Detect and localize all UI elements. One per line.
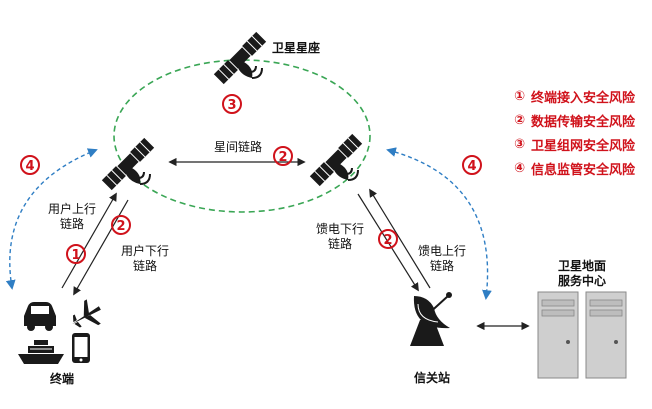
risk-marker-2: 2 <box>111 215 131 235</box>
legend-number: ③ <box>514 136 526 152</box>
monitor-arc-left <box>5 148 98 290</box>
constellation-label: 卫星星座 <box>272 41 321 55</box>
svg-text:3: 3 <box>227 98 236 113</box>
svg-text:2: 2 <box>278 150 287 165</box>
airplane-icon <box>72 299 101 328</box>
risk-marker-4: 4 <box>20 155 40 175</box>
risk-marker-4: 4 <box>462 155 482 175</box>
legend-item: ③ 卫星组网安全风险 <box>514 132 635 156</box>
car-icon <box>24 302 56 331</box>
legend-item: ④ 信息监管安全风险 <box>514 156 635 180</box>
legend-text: 数据传输安全风险 <box>531 114 636 130</box>
legend-item: ① 终端接入安全风险 <box>514 84 635 108</box>
legend-text: 卫星组网安全风险 <box>531 138 636 154</box>
server-icon <box>537 291 579 379</box>
satellite-icon <box>212 30 268 86</box>
svg-text:2: 2 <box>383 233 392 248</box>
svg-text:1: 1 <box>71 248 80 263</box>
risk-marker-3: 3 <box>222 94 242 114</box>
orbit-ellipse <box>113 59 371 213</box>
legend-number: ① <box>514 88 526 104</box>
satellite-icon <box>100 136 156 192</box>
server-icon <box>585 291 627 379</box>
legend-number: ④ <box>514 160 526 176</box>
legend-number: ② <box>514 112 526 128</box>
svg-text:4: 4 <box>467 159 476 174</box>
ground-center-label: 卫星地面 服务中心 <box>558 259 607 288</box>
risk-marker-2: 2 <box>378 229 398 249</box>
dish-antenna-icon <box>410 292 452 346</box>
risk-legend: ① 终端接入安全风险 ② 数据传输安全风险 ③ 卫星组网安全风险 ④ 信息监管安… <box>514 84 635 180</box>
feeder-uplink-label: 馈电上行 链路 <box>418 244 467 273</box>
legend-item: ② 数据传输安全风险 <box>514 108 635 132</box>
feeder-downlink-label: 馈电下行 链路 <box>316 222 365 251</box>
uplink-label: 用户上行 链路 <box>48 202 97 231</box>
monitor-arc-right <box>386 147 492 300</box>
legend-text: 终端接入安全风险 <box>531 90 636 106</box>
risk-marker-1: 1 <box>66 244 86 264</box>
phone-icon <box>72 333 90 363</box>
satellite-icon <box>308 132 364 188</box>
risk-marker-2: 2 <box>273 146 293 166</box>
terminal-label: 终端 <box>50 372 75 386</box>
svg-text:4: 4 <box>25 159 34 174</box>
gateway-label: 信关站 <box>414 371 451 385</box>
isl-label: 星间链路 <box>214 140 263 154</box>
svg-text:2: 2 <box>116 219 125 234</box>
ship-icon <box>18 340 64 364</box>
legend-text: 信息监管安全风险 <box>531 162 636 178</box>
downlink-label: 用户下行 链路 <box>121 244 170 273</box>
